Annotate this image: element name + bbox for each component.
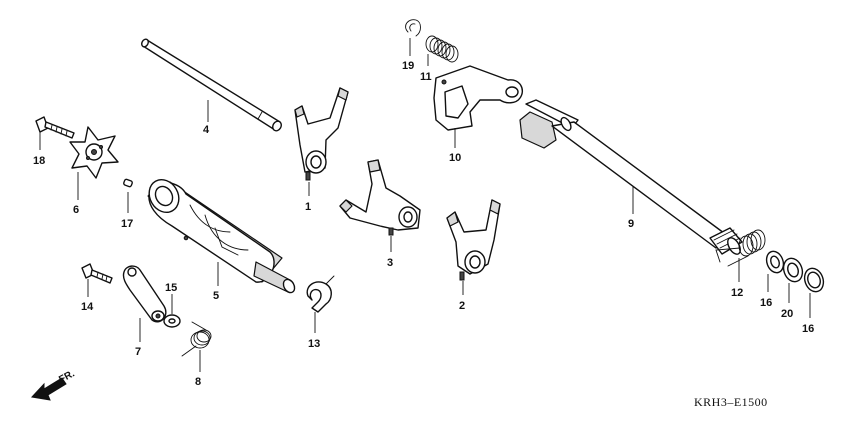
callout-18: 18 [33,155,45,167]
part-7-stopper-arm [122,265,167,323]
part-3-shift-fork [339,159,421,236]
part-17-dowel-pin [123,178,133,188]
callout-9: 9 [628,218,634,230]
part-1-shift-fork [294,87,349,181]
callout-7: 7 [135,346,141,358]
part-16-washer-b [803,267,825,293]
callout-8: 8 [195,376,201,388]
part-15-washer [163,314,181,328]
part-12-return-spring [715,229,766,267]
callout-3: 3 [387,257,393,269]
callout-14: 14 [81,301,94,313]
front-arrow-icon [31,377,67,401]
callout-1: 1 [305,201,311,213]
front-direction-arrow: FR. [31,368,77,401]
part-18-bolt [35,116,75,139]
callout-16a: 16 [760,297,772,309]
callout-11: 11 [420,71,432,83]
front-direction-label: FR. [57,368,77,385]
part-11-spring [425,35,459,63]
callout-5: 5 [213,290,219,302]
callout-16b: 16 [802,323,814,335]
part-8-spring [181,321,212,357]
part-2-shift-fork [446,199,501,281]
callout-10: 10 [449,152,461,164]
callout-6: 6 [73,204,79,216]
part-6-star-plate [69,126,119,179]
part-19-circlip [405,19,421,37]
part-20-washer [782,257,804,283]
part-14-bolt [81,263,113,284]
diagram-code-label: KRH3–E1500 [694,395,768,409]
callout-15: 15 [165,282,177,294]
callout-13: 13 [308,338,320,350]
callout-12: 12 [731,287,743,299]
part-13-clip [306,275,335,313]
part-16-washer-a [765,250,785,274]
part-9-shift-spindle [519,99,743,255]
callout-20: 20 [781,308,793,320]
callout-2: 2 [459,300,465,312]
part-10-shift-plate [433,65,524,131]
part-4-fork-shaft [141,38,282,132]
callout-17: 17 [121,218,133,230]
callout-19: 19 [402,60,414,72]
callout-4: 4 [203,124,210,136]
part-5-shift-drum [147,178,296,294]
